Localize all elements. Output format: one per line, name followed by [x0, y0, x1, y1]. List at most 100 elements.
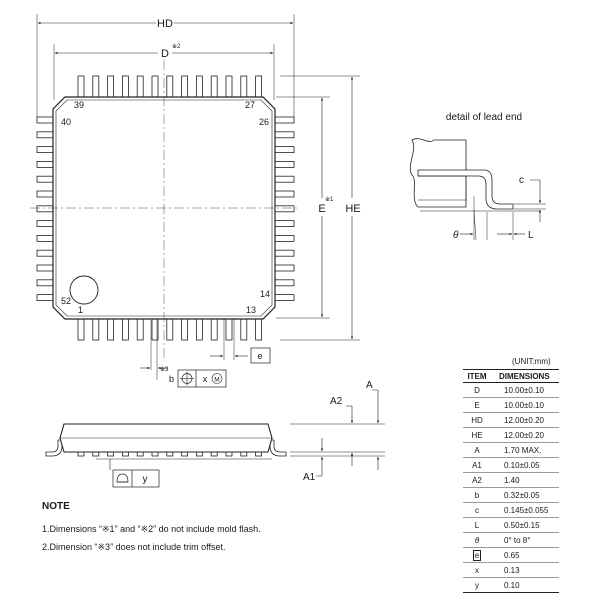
table-cell-item: c [463, 502, 491, 518]
table-cell-value: 10.00±0.10 [491, 382, 559, 398]
package-body-inner [55, 99, 273, 317]
b-note: ※3 [160, 366, 169, 373]
table-cell-item: θ [463, 532, 491, 548]
lead-top [181, 75, 189, 99]
table-row: E 10.00±0.10 [463, 397, 559, 413]
lead-top [225, 75, 233, 99]
lead-top [77, 75, 85, 99]
lead-detail-view [409, 138, 546, 241]
table-cell-item: HE [463, 427, 491, 443]
table-row: y 0.10 [463, 577, 559, 593]
lead-top [195, 75, 203, 99]
lead-right [274, 131, 295, 139]
table-header-row: ITEM DIMENSIONS [463, 369, 559, 383]
lead-right [274, 234, 295, 242]
lead-left [36, 220, 55, 228]
lead-left [36, 234, 55, 242]
lead-right [274, 116, 295, 124]
l-label: L [528, 230, 534, 241]
lead-bottom [195, 317, 203, 341]
item-symbol: c [475, 505, 479, 515]
lead-top [210, 75, 218, 99]
lead-right [274, 146, 295, 154]
e-note: ※1 [325, 196, 334, 203]
lead-top [240, 75, 248, 99]
table-cell-value: 0.50±0.15 [491, 517, 559, 533]
pin-1-label: 1 [78, 305, 83, 315]
pin-14-label: 14 [260, 289, 270, 299]
notes-block: NOTE 1.Dimensions “※1” and “※2” do not i… [42, 498, 261, 556]
table-cell-item: y [463, 577, 491, 593]
lead-right [274, 249, 295, 257]
lead-bottom [240, 317, 248, 341]
pin-27-label: 27 [245, 100, 255, 110]
top-view [30, 14, 360, 388]
lead-top [151, 75, 159, 99]
he-label: HE [345, 203, 360, 215]
item-symbol: e [472, 549, 482, 561]
lead-left [36, 116, 55, 124]
table-cell-value: 0.32±0.05 [491, 487, 559, 503]
table-row: HE 12.00±0.20 [463, 427, 559, 443]
table-cell-value: 0.65 [491, 547, 559, 563]
pin-52-label: 52 [61, 296, 71, 306]
side-view [45, 389, 385, 488]
lead-bottom [122, 317, 129, 341]
table-cell-item: A [463, 442, 491, 458]
flatness-symbol-icon [116, 473, 129, 483]
lead-left [36, 131, 55, 139]
lead-top [107, 75, 114, 99]
item-symbol: b [474, 490, 480, 500]
a2-label: A2 [330, 396, 343, 407]
lead-right [274, 279, 295, 287]
lead-left [36, 249, 55, 257]
note-line-2: 2.Dimension “※3” does not include trim o… [42, 542, 226, 552]
note-line-1: 1.Dimensions “※1” and “※2” do not includ… [42, 524, 261, 534]
table-row: c 0.145±0.055 [463, 502, 559, 518]
lead-right [274, 190, 295, 198]
table-cell-item: E [463, 397, 491, 413]
e-label: E [318, 203, 325, 215]
top-leads [77, 75, 263, 99]
pin-26-label: 26 [259, 117, 269, 127]
detail-title: detail of lead end [446, 112, 522, 123]
table-cell-value: 12.00±0.20 [491, 412, 559, 428]
table-cell-value: 10.00±0.10 [491, 397, 559, 413]
left-leads [36, 116, 55, 302]
lead-top [92, 75, 100, 99]
lead-bottom [92, 317, 100, 341]
lead-bottom [210, 317, 218, 341]
item-symbol: y [475, 580, 479, 590]
table-cell-value: 0.10 [491, 577, 559, 593]
table-cell-value: 0.145±0.055 [491, 502, 559, 518]
top-view-labels: HD D ※2 E ※1 HE 39 27 40 26 52 1 13 14 e… [61, 18, 361, 384]
side-view-labels: A A2 A1 y [143, 380, 374, 485]
lead-bottom [166, 317, 174, 341]
item-symbol: HE [471, 430, 483, 440]
lead-detail-labels: detail of lead end c θ L [446, 112, 534, 241]
c-label: c [519, 175, 524, 186]
d-note: ※2 [172, 43, 181, 50]
item-symbol: A1 [472, 460, 482, 470]
pin-39-label: 39 [74, 100, 84, 110]
pin-13-label: 13 [246, 305, 256, 315]
pin1-index-mark [69, 275, 99, 305]
right-leads [274, 116, 295, 302]
lead-bottom [181, 317, 189, 341]
lead-bottom [255, 317, 263, 341]
item-symbol: L [474, 520, 480, 530]
lead-bottom [136, 317, 144, 341]
flatness-tolerance-frame [112, 469, 160, 488]
item-symbol: E [474, 400, 480, 410]
table-cell-item: x [463, 562, 491, 578]
table-cell-value: 12.00±0.20 [491, 427, 559, 443]
table-cell-item: A2 [463, 472, 491, 488]
lead-top [122, 75, 129, 99]
lead-right [274, 175, 295, 183]
theta-label: θ [453, 230, 459, 241]
